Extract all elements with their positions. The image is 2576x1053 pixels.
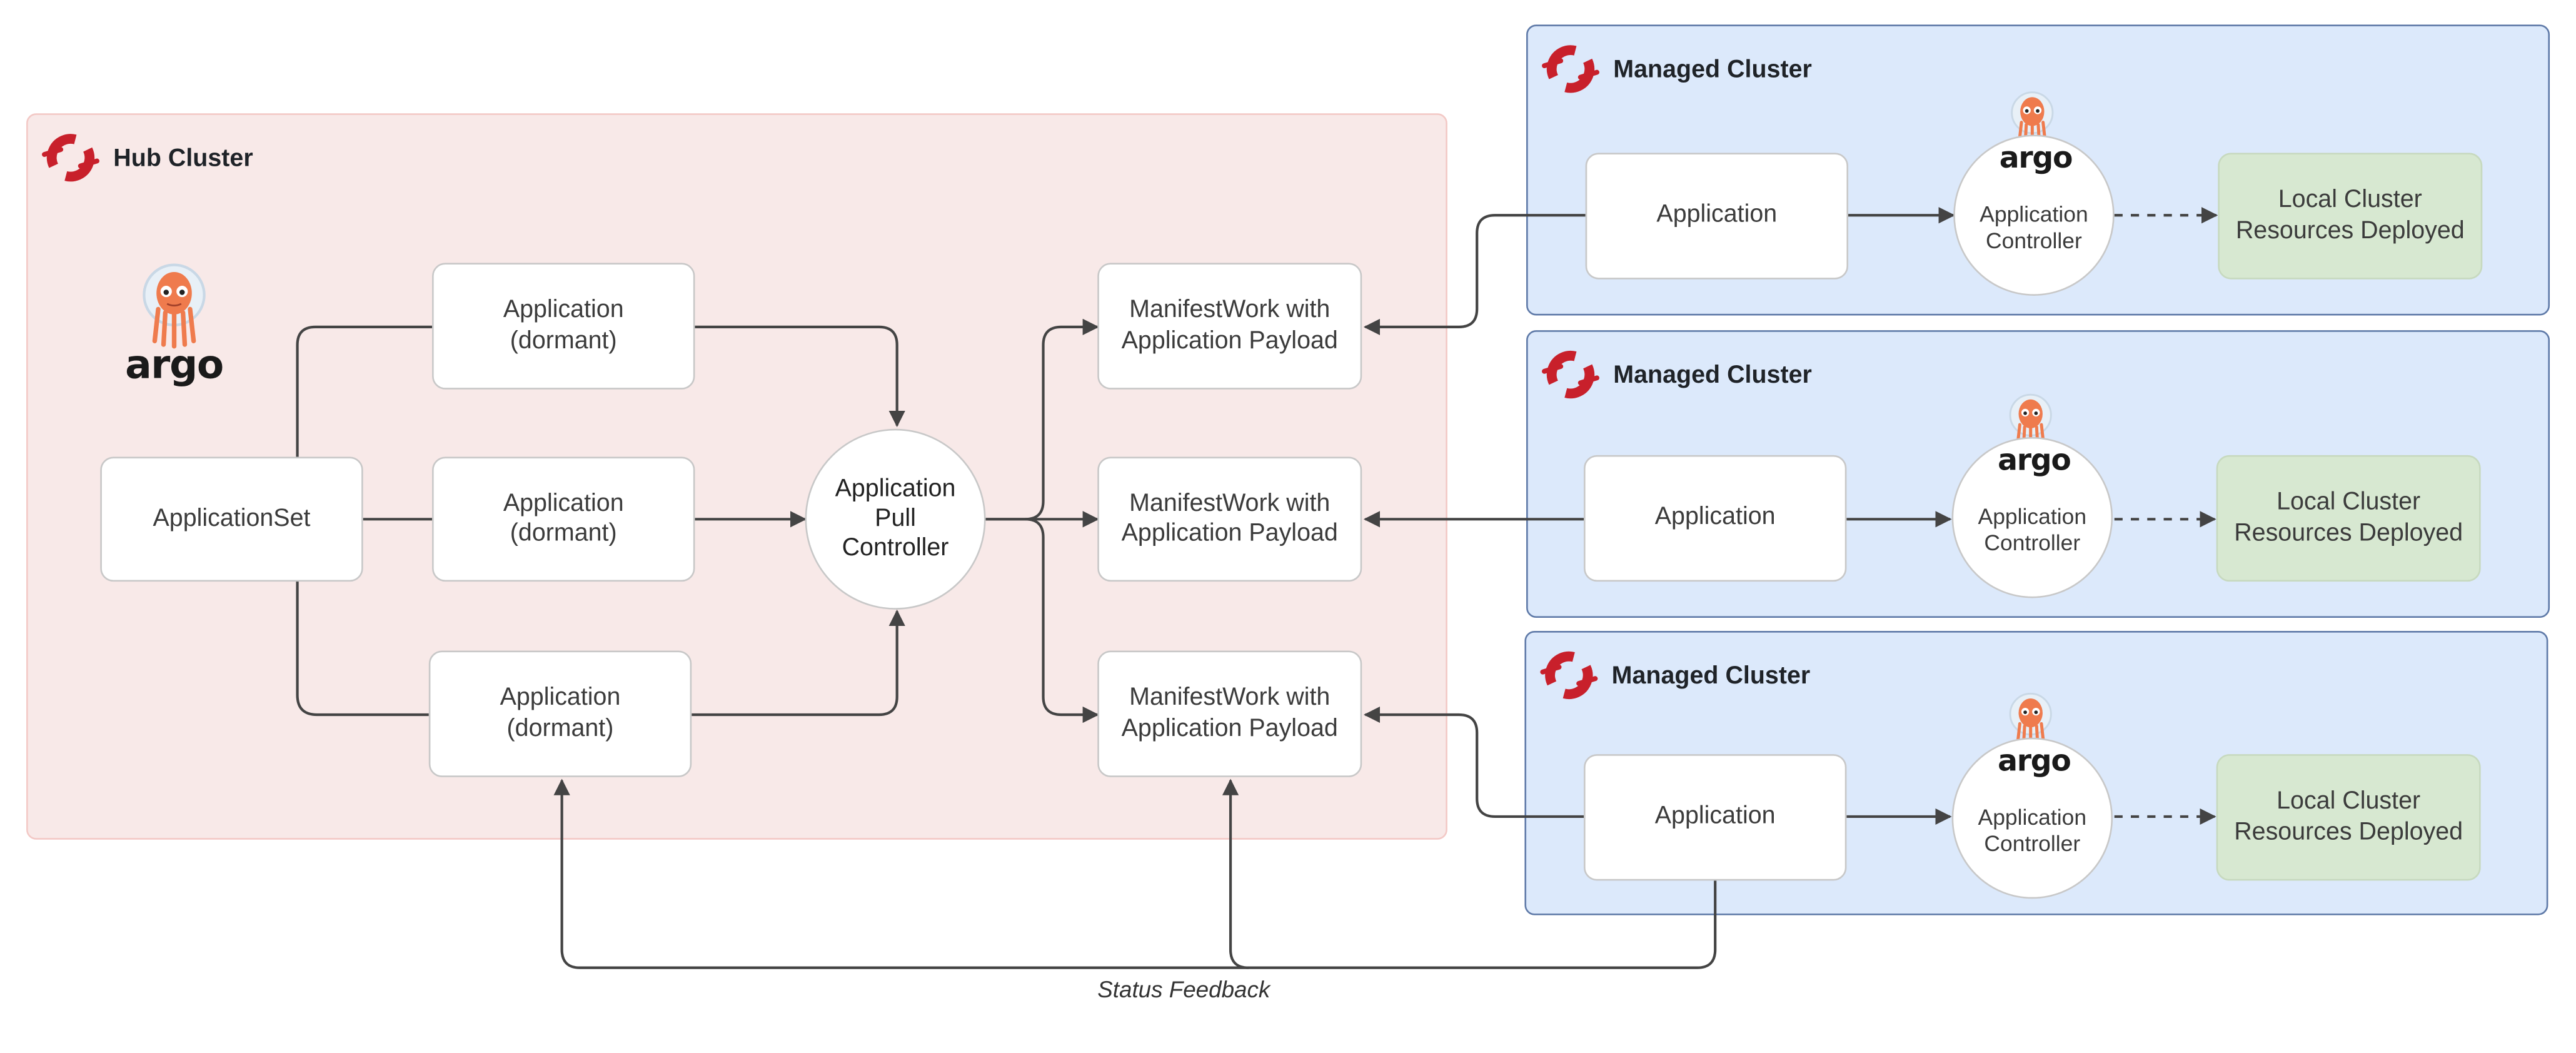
connector-status-feedback-branch	[1222, 778, 1249, 969]
application-controller-node[interactable]: Application Controller	[1951, 436, 2113, 598]
dormant-application-node[interactable]: Application (dormant)	[432, 456, 695, 582]
openshift-logo-icon	[1542, 350, 1599, 399]
argo-wordmark: argo	[125, 341, 224, 388]
applicationset-node[interactable]: ApplicationSet	[100, 456, 363, 582]
managed-cluster-label: Managed Cluster	[1613, 55, 1812, 83]
manifestwork-node[interactable]: ManifestWork with Application Payload	[1097, 456, 1362, 582]
hub-argo-logo: argo	[125, 259, 224, 385]
managed-cluster-label: Managed Cluster	[1613, 360, 1812, 389]
connector-appset-to-app3	[296, 580, 429, 717]
connector-app1-to-pull	[695, 325, 905, 428]
application-controller-node[interactable]: Application Controller	[1953, 134, 2115, 296]
managed-cluster-title: Managed Cluster	[1539, 646, 1810, 705]
hub-cluster-label: Hub Cluster	[113, 143, 253, 172]
argo-wordmark: argo	[1998, 744, 2071, 779]
argo-octopus-icon	[2011, 91, 2054, 149]
managed-cluster-title: Managed Cluster	[1541, 345, 1812, 405]
argo-wordmark: argo	[1998, 443, 2071, 478]
managed-application-node[interactable]: Application	[1584, 754, 1847, 881]
connector-app3-to-pull	[692, 609, 905, 717]
controller-argo-logo	[1993, 690, 2068, 753]
openshift-logo-icon	[42, 134, 99, 182]
connector-managed3-to-mw3	[1363, 706, 1584, 819]
local-resources-node[interactable]: Local Cluster Resources Deployed	[2218, 153, 2483, 280]
dormant-application-node[interactable]: Application (dormant)	[432, 263, 695, 390]
argo-wordmark: argo	[1999, 141, 2073, 176]
status-feedback-label: Status Feedback	[1097, 975, 1270, 1002]
managed-cluster-title: Managed Cluster	[1541, 39, 1812, 99]
local-resources-node[interactable]: Local Cluster Resources Deployed	[2216, 754, 2481, 881]
managed-cluster-label: Managed Cluster	[1611, 661, 1811, 690]
controller-label: Application Controller	[1978, 804, 2087, 856]
managed-application-node[interactable]: Application	[1585, 153, 1849, 280]
controller-label: Application Controller	[1978, 503, 2087, 556]
openshift-logo-icon	[1540, 651, 1598, 700]
manifestwork-node[interactable]: ManifestWork with Application Payload	[1097, 263, 1362, 390]
controller-label: Application Controller	[1980, 201, 2088, 253]
dormant-application-node[interactable]: Application (dormant)	[428, 650, 692, 777]
managed-application-node[interactable]: Application	[1584, 455, 1847, 582]
argo-octopus-icon	[143, 263, 206, 349]
openshift-logo-icon	[1542, 45, 1599, 93]
application-controller-node[interactable]: Application Controller	[1951, 737, 2113, 899]
connector-appset-to-app1	[296, 325, 433, 457]
connector-pull-to-mw3	[1025, 518, 1099, 723]
argo-octopus-icon	[2009, 393, 2052, 451]
manifestwork-node[interactable]: ManifestWork with Application Payload	[1097, 650, 1362, 777]
argo-octopus-icon	[2009, 692, 2052, 751]
connector-managed1-to-mw1	[1363, 214, 1586, 336]
local-resources-node[interactable]: Local Cluster Resources Deployed	[2216, 455, 2481, 582]
controller-argo-logo	[1995, 89, 2070, 151]
connector-status-feedback	[553, 778, 1717, 969]
application-pull-controller-node[interactable]: Application Pull Controller	[805, 428, 986, 610]
controller-argo-logo	[1993, 391, 2068, 453]
connector-pull-to-mw1	[985, 318, 1099, 521]
hub-cluster-title: Hub Cluster	[41, 128, 253, 188]
